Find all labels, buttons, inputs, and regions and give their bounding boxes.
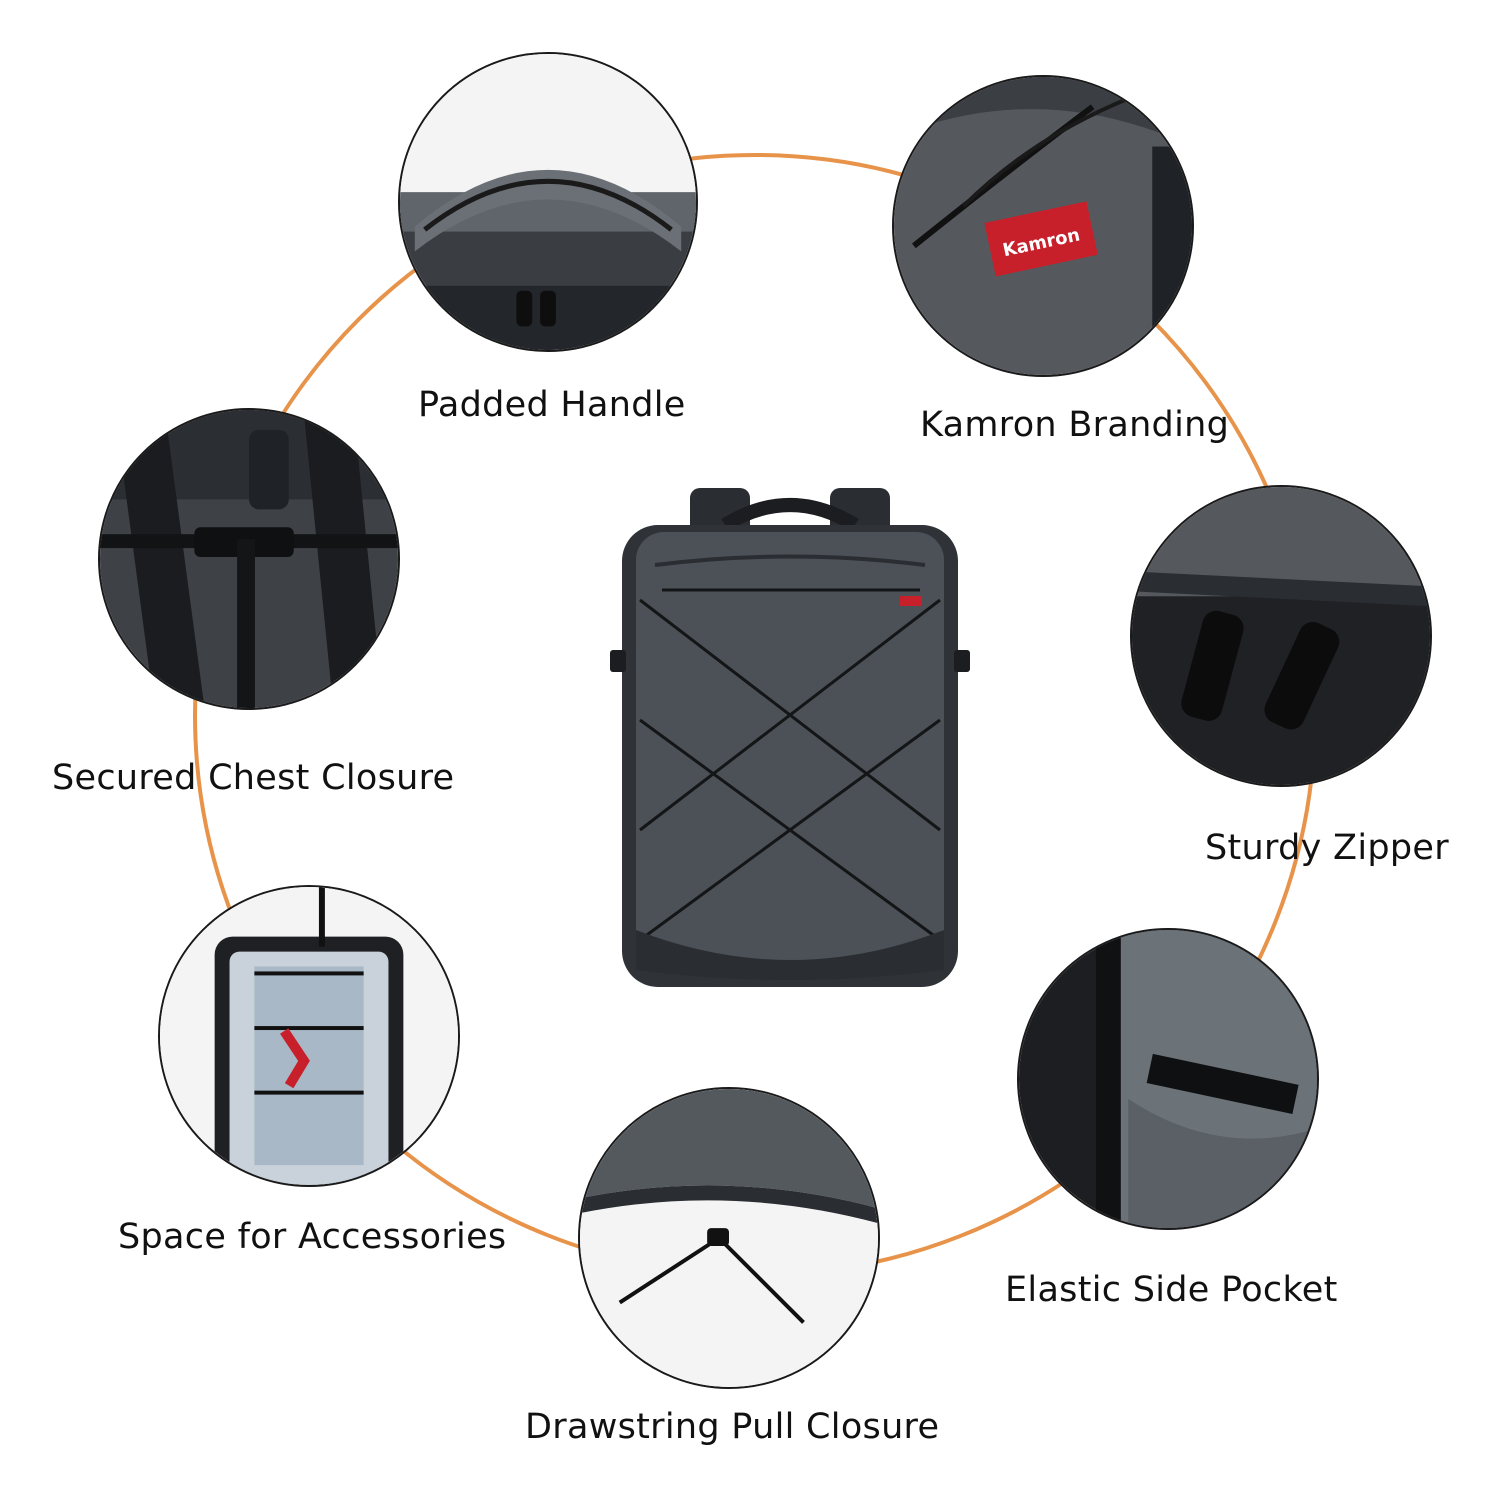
backpack-hero-image — [600, 470, 980, 995]
sturdy-zipper-closeup — [1130, 485, 1432, 787]
elastic-side-pocket-label: Elastic Side Pocket — [1005, 1270, 1338, 1310]
kamron-branding-label: Kamron Branding — [920, 405, 1230, 445]
drawstring-pull-closure-label: Drawstring Pull Closure — [525, 1407, 940, 1447]
kamron-branding-closeup: Kamron — [892, 75, 1194, 377]
padded-handle-closeup — [398, 52, 698, 352]
secured-chest-closure-label: Secured Chest Closure — [52, 758, 455, 798]
drawstring-closure-closeup — [578, 1087, 880, 1389]
elastic-side-pocket-closeup — [1017, 928, 1319, 1230]
accessories-space-closeup — [158, 885, 460, 1187]
padded-handle-label: Padded Handle — [418, 385, 686, 425]
sturdy-zipper-label: Sturdy Zipper — [1205, 828, 1449, 868]
space-for-accessories-label: Space for Accessories — [118, 1217, 507, 1257]
chest-closure-closeup — [98, 408, 400, 710]
